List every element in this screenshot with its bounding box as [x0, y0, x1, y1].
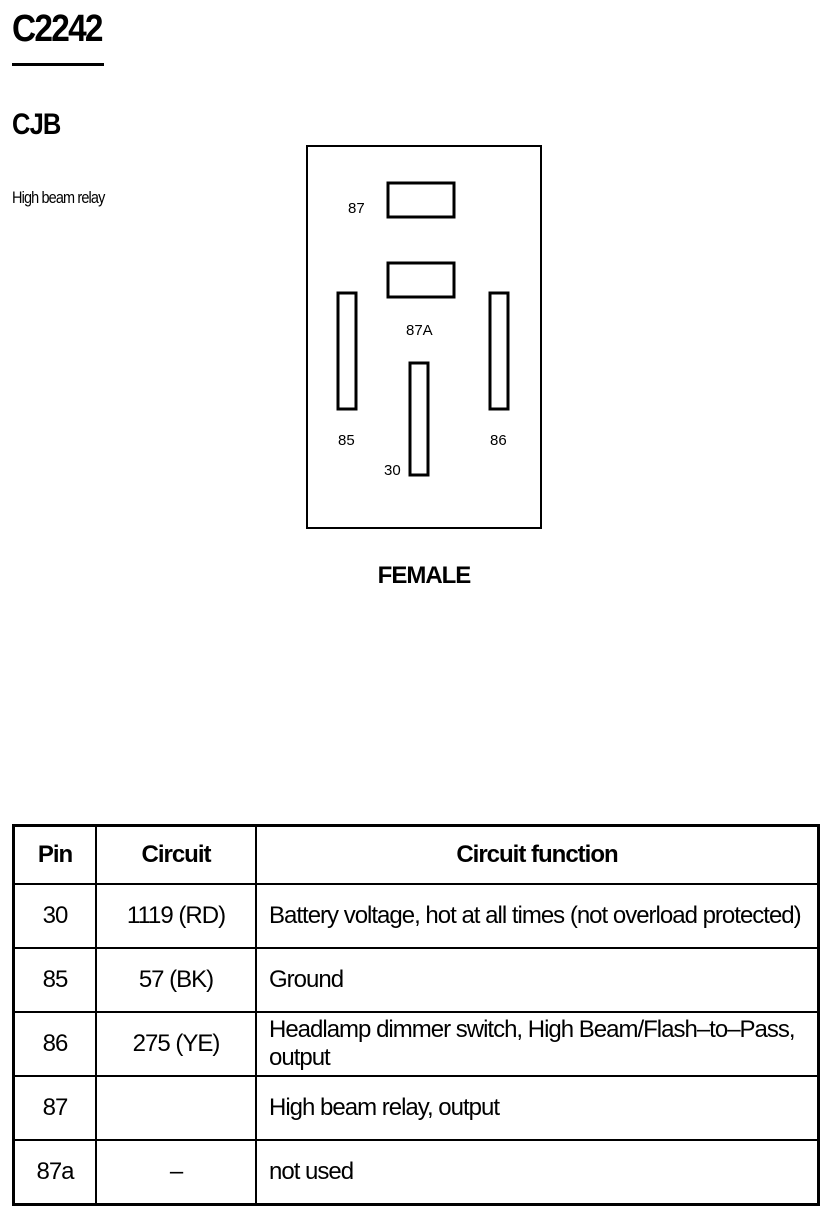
cell-function: Battery voltage, hot at all times (not o… [255, 883, 820, 949]
terminal-30 [408, 361, 430, 477]
cell-function: Headlamp dimmer switch, High Beam/Flash–… [255, 1011, 820, 1077]
cell-pin: 87a [12, 1139, 97, 1206]
cell-circuit [95, 1075, 257, 1141]
cell-function: High beam relay, output [255, 1075, 820, 1141]
pin-label-85: 85 [338, 432, 355, 449]
connector-id-title: C2242 [12, 8, 104, 50]
table-header-row: Pin Circuit Circuit function [12, 824, 820, 885]
terminal-87a [386, 261, 456, 299]
title-underline [12, 63, 104, 66]
pin-label-86: 86 [490, 432, 507, 449]
cell-function: not used [255, 1139, 820, 1206]
table-row: 87 High beam relay, output [12, 1075, 820, 1141]
pin-label-87: 87 [348, 200, 365, 217]
cell-function: Ground [255, 947, 820, 1013]
cell-pin: 86 [12, 1011, 97, 1077]
table-row: 87a – not used [12, 1139, 820, 1206]
terminal-87 [386, 181, 456, 219]
terminal-85 [336, 291, 358, 411]
connector-outline [306, 145, 542, 529]
header-pin: Pin [12, 824, 97, 885]
connector-gender-label: FEMALE [377, 562, 472, 589]
pin-label-87a: 87A [406, 322, 433, 339]
cell-circuit: 57 (BK) [95, 947, 257, 1013]
cell-pin: 30 [12, 883, 97, 949]
pinout-table: Pin Circuit Circuit function 30 1119 (RD… [12, 824, 820, 1206]
cell-pin: 87 [12, 1075, 97, 1141]
cell-circuit: 1119 (RD) [95, 883, 257, 949]
header-circuit: Circuit [95, 824, 257, 885]
pin-label-30: 30 [384, 462, 401, 479]
connector-face-diagram: 87 87A 85 86 30 [306, 145, 542, 529]
table-row: 86 275 (YE) Headlamp dimmer switch, High… [12, 1011, 820, 1077]
cell-pin: 85 [12, 947, 97, 1013]
terminal-86 [488, 291, 510, 411]
connector-description: High beam relay [12, 188, 105, 207]
table-row: 85 57 (BK) Ground [12, 947, 820, 1013]
cell-circuit: – [95, 1139, 257, 1206]
header-circuit-function: Circuit function [255, 824, 820, 885]
connector-location: CJB [12, 108, 61, 141]
cell-circuit: 275 (YE) [95, 1011, 257, 1077]
table-row: 30 1119 (RD) Battery voltage, hot at all… [12, 883, 820, 949]
